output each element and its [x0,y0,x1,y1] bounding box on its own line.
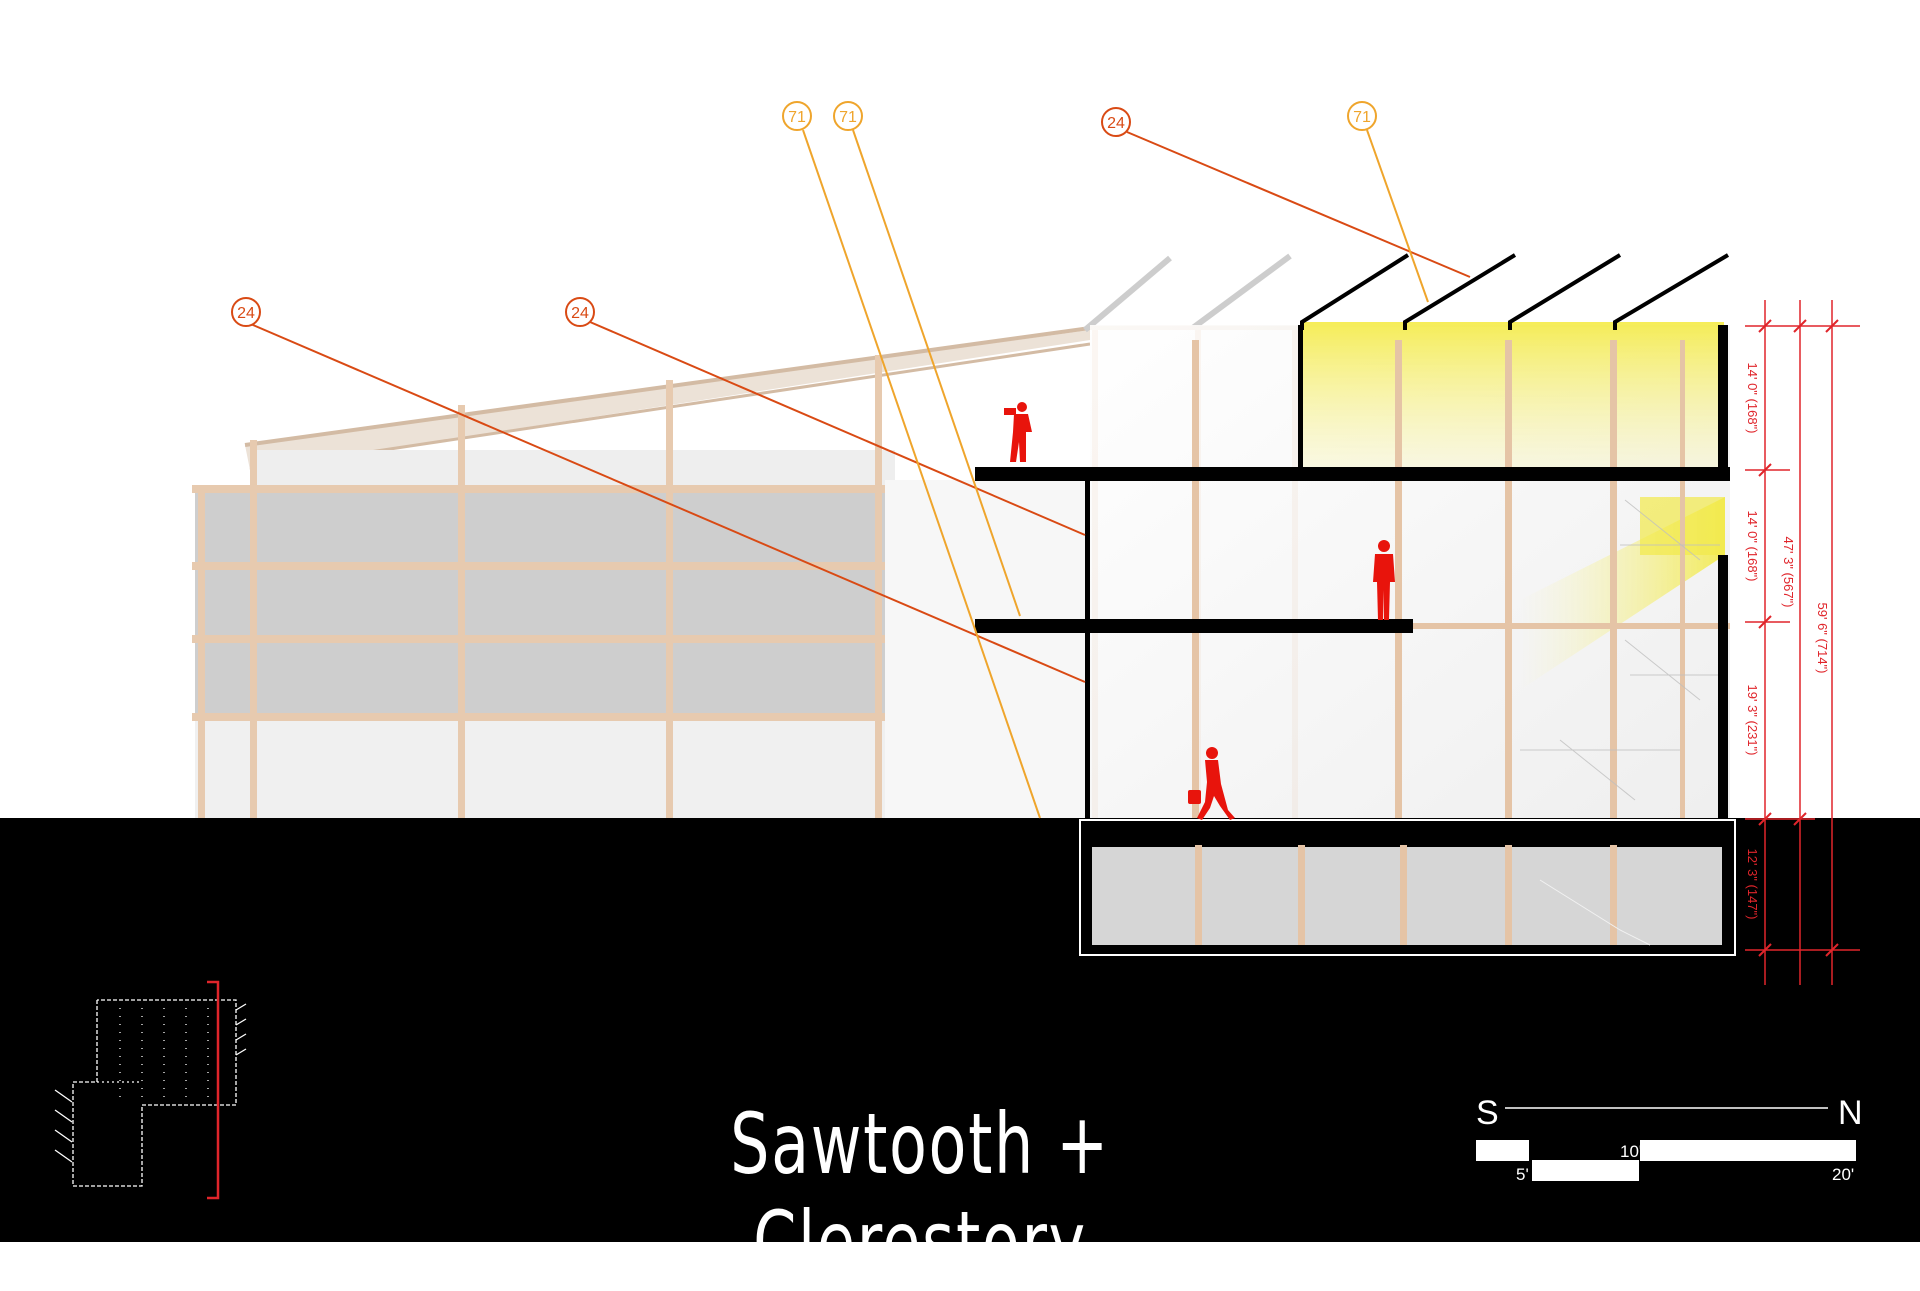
keynote-number: 71 [788,109,806,126]
keynote-bubble: 24 [565,297,595,327]
clerestory-daylight [1302,322,1724,467]
scale-south: S [1476,1094,1499,1132]
keynote-bubble: 71 [833,101,863,131]
keynote-bubble: 24 [231,297,261,327]
ghost-wing [192,253,1300,818]
standing-figure-icon [1373,540,1395,620]
keynote-bubble: 24 [1101,107,1131,137]
keynote-number: 71 [1353,109,1371,126]
scale-label-5: 5' [1516,1165,1529,1184]
keynote-bubble: 71 [1347,101,1377,131]
scale-label-10: 10' [1620,1142,1642,1161]
keynote-number: 24 [571,305,589,322]
keynote-number: 24 [237,305,255,322]
floor-slab-3 [975,467,1730,481]
key-plan-icon [54,980,247,1200]
keynote-number: 24 [1107,115,1125,132]
floor-slab-2 [975,619,1413,633]
keynote-bubble: 71 [782,101,812,131]
dimension-strings [1745,300,1860,985]
walking-figure-icon [1188,747,1235,820]
dimension-level-2: 19' 3" (231") [1745,685,1760,756]
scale-label-20: 20' [1832,1165,1854,1184]
sheet-title: Sawtooth + Clerestory [730,1095,1110,1291]
photographer-figure-icon [1004,402,1032,462]
keynote-number: 71 [839,109,857,126]
dimension-combined: 47' 3" (567") [1781,537,1796,608]
dimension-overall: 59' 6" (714") [1815,603,1830,674]
main-section [975,253,1736,956]
scale-bar: S N 5' 10' 20' [1476,1094,1863,1184]
dimension-level-4: 14' 0" (168") [1745,363,1760,434]
scale-north: N [1838,1094,1863,1132]
keynote-leaders [245,129,1471,819]
dimension-level-1: 12' 3" (147") [1745,849,1760,920]
dimension-level-3: 14' 0" (168") [1745,511,1760,582]
section-drawing: 71 71 24 71 24 24 14 [0,101,1920,1242]
